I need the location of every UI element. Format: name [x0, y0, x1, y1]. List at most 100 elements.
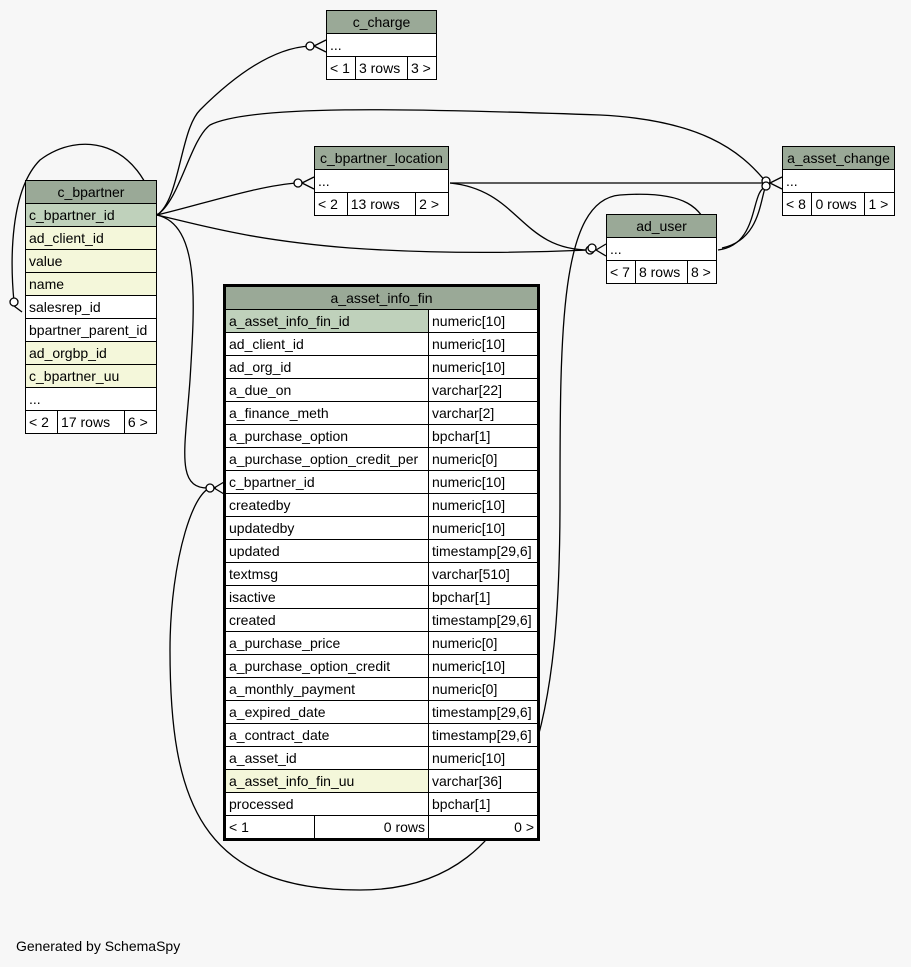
edge-location-ad-user — [449, 182, 591, 251]
row-count: 8 rows — [634, 260, 689, 284]
column-ellipsis: ... — [782, 169, 895, 193]
column-name: isactive — [224, 585, 429, 609]
column-type: bpchar[1] — [428, 792, 539, 816]
column-type: varchar[36] — [428, 769, 539, 793]
row-count: 0 rows — [314, 815, 429, 840]
column-type: numeric[10] — [428, 470, 539, 494]
column-ellipsis: ... — [606, 237, 717, 261]
table-title: a_asset_change — [782, 146, 895, 170]
children-count: 1 > — [864, 192, 895, 216]
children-count: 0 > — [428, 815, 539, 840]
edge-c-bpartner-asset-change — [156, 109, 767, 216]
table-title: c_bpartner — [25, 180, 157, 204]
column-c-bpartner-uu: c_bpartner_uu — [25, 364, 157, 388]
column-type: timestamp[29,6] — [428, 608, 539, 632]
column-ellipsis: ... — [326, 33, 437, 57]
table-title: a_asset_info_fin — [224, 285, 539, 310]
parents-count: < 7 — [606, 260, 636, 284]
column-type: numeric[10] — [428, 654, 539, 678]
column-name: a_finance_meth — [224, 401, 429, 425]
table-c-charge: c_charge ... < 1 3 rows 3 > — [326, 10, 437, 80]
column-name: textmsg — [224, 562, 429, 586]
row-count: 17 rows — [57, 410, 125, 434]
column-name: a_purchase_option_credit_per — [224, 447, 429, 471]
edge-c-bpartner-c-charge — [156, 45, 311, 216]
column-type: numeric[10] — [428, 493, 539, 517]
parents-count: < 2 — [314, 192, 348, 216]
column-type: numeric[10] — [428, 309, 539, 333]
column-ellipsis: ... — [25, 387, 157, 411]
generated-by-label: Generated by SchemaSpy — [16, 938, 181, 954]
column-bpartner-parent-id: bpartner_parent_id — [25, 318, 157, 342]
column-type: varchar[22] — [428, 378, 539, 402]
column-name: updated — [224, 539, 429, 563]
column-type: numeric[0] — [428, 447, 539, 471]
column-type: timestamp[29,6] — [428, 700, 539, 724]
column-name: c_bpartner_id — [224, 470, 429, 494]
column-name: a_purchase_option — [224, 424, 429, 448]
parents-count: < 2 — [24, 410, 59, 434]
column-salesrep-id: salesrep_id — [25, 295, 157, 319]
children-count: 6 > — [123, 410, 158, 434]
edge-c-bpartner-salesrep-self — [11, 143, 158, 303]
table-title: ad_user — [606, 214, 717, 238]
column-type: timestamp[29,6] — [428, 539, 539, 563]
column-ellipsis: ... — [314, 169, 449, 193]
column-type: timestamp[29,6] — [428, 723, 539, 747]
column-name: a_purchase_price — [224, 631, 429, 655]
column-type: varchar[510] — [428, 562, 539, 586]
column-ad-orgbp-id: ad_orgbp_id — [25, 341, 157, 365]
column-name: created — [224, 608, 429, 632]
column-name: a_asset_id — [224, 746, 429, 770]
column-name: name — [25, 272, 157, 296]
table-a-asset-change: a_asset_change ... < 8 0 rows 1 > — [781, 146, 895, 216]
column-type: bpchar[1] — [428, 424, 539, 448]
edge-c-bpartner-asset-info — [156, 214, 211, 489]
parents-count: < 8 — [781, 192, 813, 216]
row-count: 0 rows — [811, 192, 866, 216]
table-c-bpartner-location: c_bpartner_location ... < 2 13 rows 2 > — [314, 146, 449, 216]
column-type: numeric[10] — [428, 746, 539, 770]
table-ad-user: ad_user ... < 7 8 rows 8 > — [606, 214, 717, 284]
row-count: 3 rows — [354, 56, 409, 80]
column-type: numeric[10] — [428, 355, 539, 379]
row-count: 13 rows — [346, 192, 417, 216]
column-name: a_asset_info_fin_id — [224, 309, 429, 333]
column-type: numeric[10] — [428, 332, 539, 356]
column-name: a_due_on — [224, 378, 429, 402]
column-name: a_expired_date — [224, 700, 429, 724]
column-type: numeric[0] — [428, 631, 539, 655]
column-c-bpartner-id: c_bpartner_id — [25, 203, 157, 227]
column-name: a_monthly_payment — [224, 677, 429, 701]
column-name: a_purchase_option_credit — [224, 654, 429, 678]
column-type: bpchar[1] — [428, 585, 539, 609]
column-name: createdby — [224, 493, 429, 517]
edge-c-bpartner-location — [156, 182, 299, 216]
column-name: a_asset_info_fin_uu — [224, 769, 429, 793]
column-type: numeric[0] — [428, 677, 539, 701]
